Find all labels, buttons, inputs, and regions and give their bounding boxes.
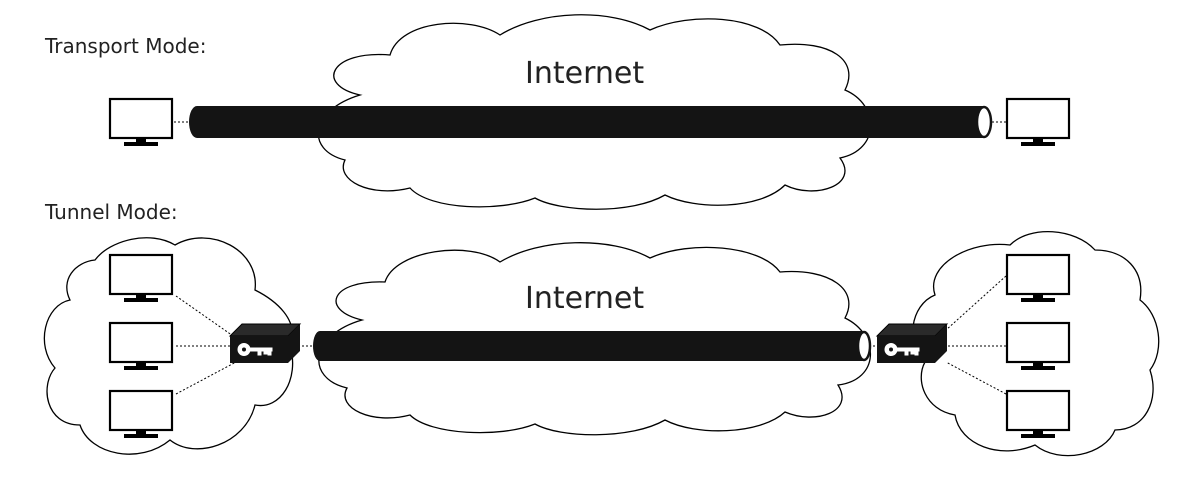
- left-lan-host-2-monitor-icon: [108, 321, 174, 372]
- right-lan-host-3-monitor-icon: [1005, 389, 1071, 440]
- tunnel-mode-tunnel-tube: [313, 330, 872, 362]
- right-encryption-gateway-icon: [876, 323, 948, 364]
- right-lan-link-top: [945, 275, 1007, 331]
- transport-host-left-monitor-icon: [108, 97, 174, 148]
- tunnel-mode-title: Tunnel Mode:: [44, 200, 178, 224]
- left-lan-link-top: [175, 295, 237, 339]
- left-encryption-gateway-icon: [229, 323, 301, 364]
- transport-tunnel-tube: [189, 105, 993, 139]
- right-lan-host-2-monitor-icon: [1005, 321, 1071, 372]
- left-lan-host-1-monitor-icon: [108, 253, 174, 304]
- transport-host-right-monitor-icon: [1005, 97, 1071, 148]
- transport-internet-label: Internet: [525, 56, 644, 91]
- transport-mode-title: Transport Mode:: [44, 34, 206, 58]
- tunnel-internet-label: Internet: [525, 281, 644, 316]
- right-lan-host-1-monitor-icon: [1005, 253, 1071, 304]
- transport-mode-section: Transport Mode: Internet: [44, 14, 1071, 210]
- tunnel-mode-section: Tunnel Mode: Internet: [43, 200, 1160, 457]
- right-lan-link-bottom: [945, 361, 1007, 395]
- left-lan-host-3-monitor-icon: [108, 389, 174, 440]
- left-lan-link-bottom: [175, 361, 237, 395]
